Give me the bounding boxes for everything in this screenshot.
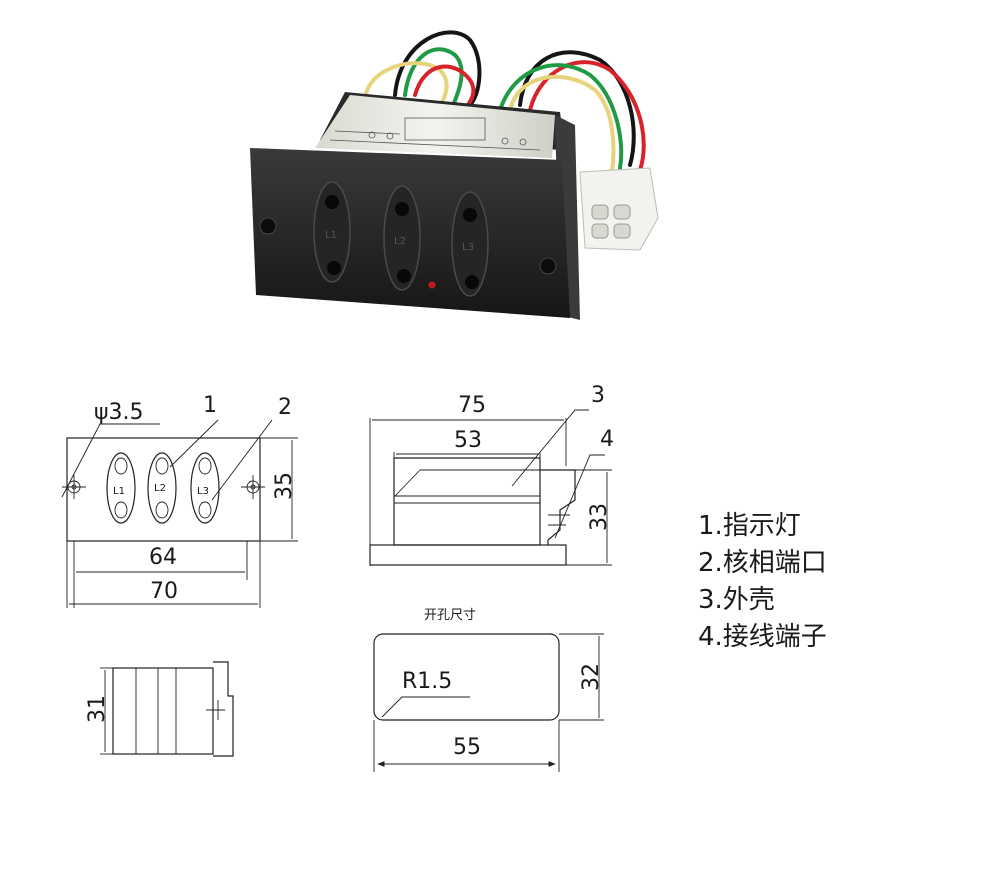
- front-view: ψ3.5 1 2 35 L1 L2: [61, 393, 298, 608]
- cutout-width-label: 55: [453, 735, 481, 760]
- cutout-title: 开孔尺寸: [424, 608, 476, 623]
- wire-harness: [363, 30, 646, 174]
- lamp-label-l1: L1: [325, 230, 337, 241]
- wire-green-2: [498, 63, 624, 170]
- callout-4-leader: [554, 454, 605, 539]
- body-length-label: 53: [454, 428, 482, 453]
- parts-legend: 1.指示灯 2.核相端口 3.外壳 4.接线端子: [698, 508, 827, 656]
- mounting-hole-right: [539, 257, 557, 275]
- cutout-view: 开孔尺寸 R1.5 32 55: [373, 608, 604, 772]
- front-height-label: 35: [272, 472, 297, 500]
- lamp-oval-l2: L2: [383, 185, 421, 291]
- front-outline: [66, 437, 261, 542]
- wire-connector: [579, 167, 659, 251]
- cutout-outline: [373, 633, 560, 721]
- bottom-depth-label: 31: [85, 695, 110, 723]
- inner-width-label: 64: [149, 545, 177, 570]
- overall-length-label: 75: [458, 393, 486, 418]
- side-body-outline: [393, 457, 541, 546]
- callout-3-label: 3: [591, 383, 605, 408]
- callout-2-leader: [211, 419, 273, 501]
- legend-item-terminal: 4.接线端子: [698, 622, 827, 652]
- callout-1-label: 1: [203, 393, 217, 418]
- cutout-height-label: 32: [579, 663, 604, 691]
- wire-yellow-2: [508, 74, 616, 174]
- side-flange: [369, 544, 567, 566]
- wire-black-1: [393, 30, 482, 107]
- legend-item-housing: 3.外壳: [698, 585, 775, 615]
- front-lamp-l2: L2: [147, 452, 177, 524]
- front-lamp-l1: L1: [106, 452, 136, 524]
- front-lamp-l3: L3: [190, 452, 220, 524]
- side-view: 75 3 53 4 33: [369, 383, 614, 566]
- callout-1-leader: [169, 419, 219, 468]
- mounting-hole-left: [259, 217, 277, 235]
- side-height-label: 33: [587, 503, 612, 531]
- hole-diameter-label: ψ3.5: [94, 400, 144, 425]
- cutout-radius-label: R1.5: [402, 669, 452, 694]
- callout-4-label: 4: [600, 427, 614, 452]
- label-plate-print: [329, 117, 541, 151]
- side-terminal: [540, 469, 576, 545]
- indicator-led: [428, 281, 436, 289]
- lamp-oval-l3: L3: [451, 191, 489, 297]
- product-photo: L1 L2 L3: [250, 30, 659, 320]
- bottom-outline: [112, 667, 214, 755]
- callout-3-leader: [511, 409, 589, 487]
- wire-red-2: [528, 60, 646, 172]
- lamp-oval-l1: L1: [313, 181, 351, 283]
- wire-green-1: [403, 47, 464, 110]
- bottom-terminal: [213, 661, 234, 757]
- lamp-label-l3: L3: [462, 242, 474, 253]
- hole-leader-line: [61, 423, 160, 498]
- lamp-label-l2: L2: [394, 236, 406, 247]
- svg-text:L3: L3: [197, 486, 209, 497]
- legend-item-indicator-lamp: 1.指示灯: [698, 511, 801, 541]
- callout-2-label: 2: [278, 395, 292, 420]
- svg-text:L2: L2: [154, 483, 166, 494]
- legend-item-phase-port: 2.核相端口: [698, 548, 827, 578]
- bottom-view: 31: [85, 661, 234, 757]
- radius-leader: [381, 696, 470, 718]
- svg-text:L1: L1: [113, 486, 125, 497]
- outer-width-label: 70: [150, 579, 178, 604]
